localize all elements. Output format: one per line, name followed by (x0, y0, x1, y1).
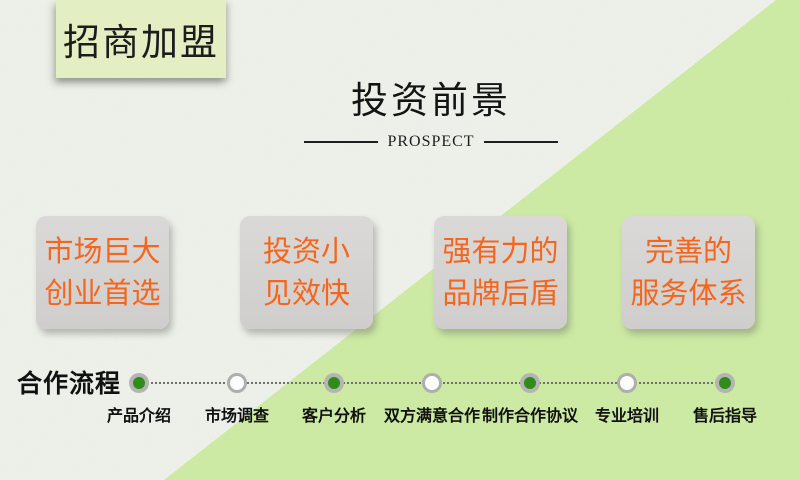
title-badge: 招商加盟 (56, 0, 226, 78)
step-dot-icon (715, 373, 735, 393)
feature-card-line: 品牌后盾 (442, 277, 559, 310)
step-dot-icon (227, 373, 247, 393)
feature-card-line: 投资小 (262, 235, 350, 268)
section-header: 投资前景 PROSPECT (281, 70, 581, 151)
step-dot-icon (520, 373, 540, 393)
subtitle-left-rule (304, 141, 379, 143)
section-title: 投资前景 (351, 81, 511, 122)
feature-card-line: 创业首选 (44, 277, 161, 310)
title-badge-label: 招商加盟 (63, 23, 219, 64)
process-title: 合作流程 (17, 370, 122, 398)
feature-card-brand: 强有力的 品牌后盾 (434, 216, 567, 329)
process-step: 售后指导 (665, 373, 785, 426)
subtitle-right-rule (483, 141, 559, 143)
feature-card-market: 市场巨大 创业首选 (36, 216, 169, 329)
feature-card-line: 完善的 (644, 235, 732, 268)
feature-card-line: 市场巨大 (44, 235, 161, 268)
step-dot-icon (617, 373, 637, 393)
feature-card-service: 完善的 服务体系 (622, 216, 755, 329)
step-dot-icon (422, 373, 442, 393)
step-dot-icon (324, 373, 344, 393)
section-subtitle: PROSPECT (387, 133, 475, 150)
step-label: 售后指导 (692, 408, 757, 425)
feature-card-line: 见效快 (262, 277, 350, 310)
section-subtitle-row: PROSPECT (304, 133, 559, 151)
feature-card-investment: 投资小 见效快 (240, 216, 373, 329)
feature-card-line: 服务体系 (630, 277, 747, 310)
step-dot-icon (129, 373, 149, 393)
feature-card-line: 强有力的 (442, 235, 559, 268)
